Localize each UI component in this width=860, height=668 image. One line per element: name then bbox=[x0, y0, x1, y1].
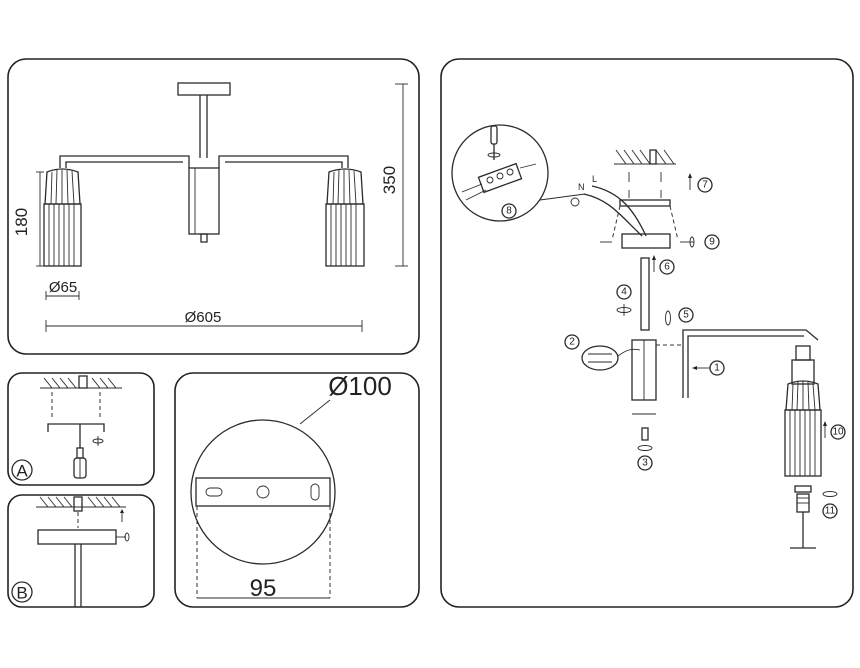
left-arm-inner bbox=[65, 161, 183, 168]
panel-b-label: B bbox=[16, 584, 27, 603]
mount-spacing-label: 95 bbox=[250, 575, 277, 602]
wire-neutral-label: N bbox=[578, 182, 585, 192]
wiring-bubble bbox=[581, 345, 619, 371]
ground-icon bbox=[570, 197, 580, 207]
wire-live bbox=[591, 185, 647, 237]
step-7-badge bbox=[697, 177, 713, 193]
panel-assembly bbox=[440, 58, 854, 608]
step-2-badge bbox=[564, 334, 580, 350]
rotate-icon-9 bbox=[689, 236, 695, 248]
shade-assembly bbox=[784, 380, 822, 477]
dim-180 bbox=[36, 171, 44, 267]
panel-canopy bbox=[174, 372, 420, 608]
step-6-badge bbox=[659, 259, 675, 275]
step-8-badge bbox=[501, 203, 517, 219]
dim-350 bbox=[395, 83, 408, 267]
step-10: 10 bbox=[832, 427, 844, 438]
ring-nut bbox=[794, 485, 812, 493]
center-body bbox=[188, 167, 220, 235]
wire-live-label: L bbox=[592, 174, 597, 184]
bracket-assembly bbox=[619, 199, 671, 207]
step-3: 3 bbox=[642, 458, 648, 469]
step-11-badge bbox=[822, 503, 838, 519]
canopy-assembly bbox=[621, 233, 671, 249]
slot-right bbox=[310, 483, 320, 501]
arm-assembly bbox=[682, 329, 819, 398]
ceiling-hatch-assembly bbox=[614, 149, 676, 165]
step-5-badge bbox=[678, 307, 694, 323]
slot-left bbox=[205, 487, 223, 497]
socket-top bbox=[795, 345, 811, 361]
step-6: 6 bbox=[664, 262, 670, 273]
badge-a bbox=[11, 459, 33, 481]
step-11: 11 bbox=[825, 506, 836, 517]
badge-b bbox=[11, 581, 33, 603]
screw-icon-b bbox=[116, 509, 130, 542]
canopy-plate bbox=[177, 82, 231, 96]
screwdriver-icon-detail bbox=[487, 125, 501, 160]
dim-605 bbox=[45, 320, 363, 332]
mounting-bar bbox=[195, 477, 331, 507]
span-diameter-label: Ø605 bbox=[185, 309, 222, 326]
bubble-leader bbox=[617, 348, 641, 357]
step-9: 9 bbox=[709, 237, 715, 248]
step-4: 4 bbox=[621, 287, 627, 298]
dim-65 bbox=[45, 291, 80, 300]
wiring-detail-circle bbox=[451, 124, 549, 222]
panel-dimensions bbox=[7, 58, 420, 355]
ceiling-hatch-b bbox=[36, 496, 126, 512]
center-finial bbox=[200, 233, 208, 243]
center-hole bbox=[256, 485, 270, 499]
height-shade-label: 180 bbox=[12, 208, 31, 236]
terminal-block bbox=[461, 162, 537, 201]
rotate-icon-11 bbox=[822, 491, 838, 497]
left-arm bbox=[59, 155, 190, 168]
step-10-badge bbox=[830, 424, 846, 440]
rotate-icon-5 bbox=[665, 310, 671, 326]
right-shade bbox=[325, 168, 365, 267]
canopy-guide-right bbox=[669, 205, 679, 241]
bracket-a bbox=[47, 423, 105, 432]
wire-neutral bbox=[583, 193, 643, 237]
height-total-label: 350 bbox=[380, 166, 399, 194]
step-1: 1 bbox=[714, 363, 720, 374]
left-shade bbox=[43, 168, 82, 267]
ceiling-hatch-a bbox=[40, 375, 122, 389]
screwdriver-icon bbox=[73, 447, 87, 479]
right-arm-inner bbox=[225, 161, 343, 168]
step-1-badge bbox=[709, 360, 725, 376]
right-arm bbox=[218, 155, 349, 168]
rod-assembly bbox=[640, 257, 650, 331]
finial-assembly bbox=[641, 427, 649, 441]
canopy-diameter-label: Ø100 bbox=[328, 371, 392, 401]
step-2: 2 bbox=[569, 337, 575, 348]
arm-assembly-inner bbox=[687, 335, 804, 398]
panel-a bbox=[7, 372, 155, 486]
step-7: 7 bbox=[702, 180, 708, 191]
canopy-b bbox=[37, 529, 117, 545]
shade-diameter-label: Ø65 bbox=[49, 279, 77, 296]
step-8: 8 bbox=[506, 206, 512, 217]
panel-a-label: A bbox=[16, 462, 28, 481]
step-3-badge bbox=[637, 455, 653, 471]
detail-leader bbox=[539, 193, 586, 201]
step-4-badge bbox=[616, 284, 632, 300]
canopy-guide-left bbox=[611, 205, 621, 241]
step-5: 5 bbox=[683, 310, 689, 321]
step-9-badge bbox=[704, 234, 720, 250]
leader-100 bbox=[299, 399, 331, 425]
rotate-icon-a bbox=[92, 436, 104, 446]
rotate-icon-3 bbox=[637, 445, 653, 451]
canopy-circle bbox=[190, 419, 336, 565]
